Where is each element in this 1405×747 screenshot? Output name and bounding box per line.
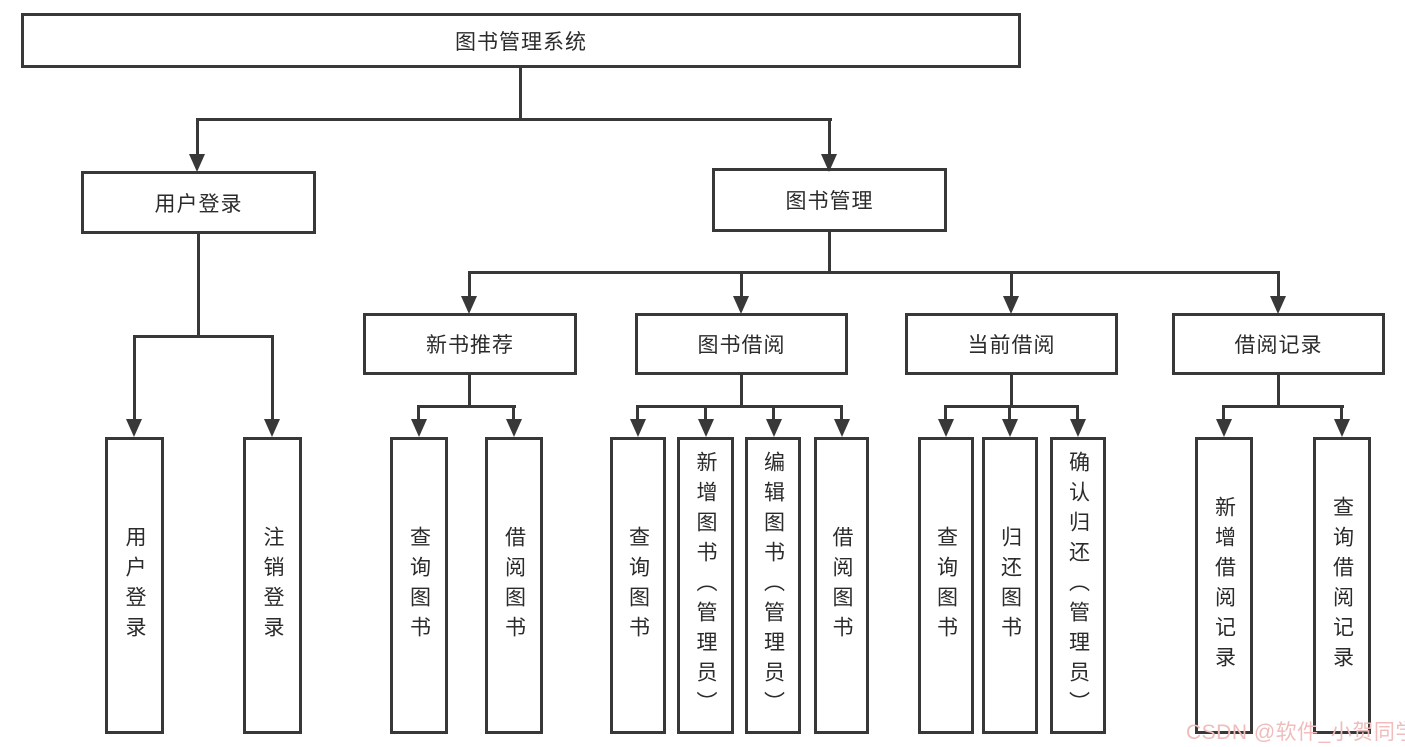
- edge-line: [133, 335, 273, 338]
- edge-line: [417, 405, 420, 422]
- edge-line: [840, 405, 843, 422]
- arrow-down-icon: [1334, 419, 1350, 437]
- leaf-current-confirm-return-admin: 确认归还（管理员）: [1050, 437, 1106, 734]
- arrow-down-icon: [126, 419, 142, 437]
- edge-line: [196, 118, 199, 156]
- leaf-borrow-edit-book-admin: 编辑图书（管理员）: [745, 437, 801, 734]
- arrow-down-icon: [1003, 296, 1019, 314]
- edge-line: [1277, 271, 1280, 299]
- edge-line: [740, 375, 743, 407]
- arrow-down-icon: [1070, 419, 1086, 437]
- node-new-book-recommend: 新书推荐: [363, 313, 577, 375]
- edge-line: [1222, 405, 1344, 408]
- edge-line: [468, 271, 471, 299]
- edge-line: [828, 232, 831, 273]
- node-book-management: 图书管理: [712, 168, 947, 232]
- leaf-record-add-record: 新增借阅记录: [1195, 437, 1253, 734]
- edge-line: [828, 118, 831, 156]
- arrow-down-icon: [264, 419, 280, 437]
- leaf-record-query-record: 查询借阅记录: [1313, 437, 1371, 734]
- leaf-newbook-query-book: 查询图书: [390, 437, 448, 734]
- edge-line: [704, 405, 707, 422]
- arrow-down-icon: [461, 296, 477, 314]
- leaf-current-query-book: 查询图书: [918, 437, 974, 734]
- leaf-current-return-book: 归还图书: [982, 437, 1038, 734]
- edge-line: [468, 271, 1280, 274]
- edge-line: [417, 405, 516, 408]
- edge-line: [1010, 375, 1013, 407]
- edge-line: [1277, 375, 1280, 407]
- arrow-down-icon: [938, 419, 954, 437]
- arrow-down-icon: [1002, 419, 1018, 437]
- edge-line: [1340, 405, 1343, 422]
- leaf-logout: 注销登录: [243, 437, 302, 734]
- arrow-down-icon: [821, 154, 837, 172]
- edge-line: [772, 405, 775, 422]
- edge-line: [740, 271, 743, 299]
- edge-line: [196, 118, 832, 121]
- edge-line: [636, 405, 639, 422]
- arrow-down-icon: [733, 296, 749, 314]
- node-user-login: 用户登录: [81, 171, 316, 234]
- node-root: 图书管理系统: [21, 13, 1021, 68]
- edge-line: [1076, 405, 1079, 422]
- arrow-down-icon: [1216, 419, 1232, 437]
- arrow-down-icon: [698, 419, 714, 437]
- arrow-down-icon: [189, 154, 205, 172]
- watermark: CSDN @软件_小贺同学: [1186, 721, 1405, 744]
- edge-line: [1222, 405, 1225, 422]
- edge-line: [519, 68, 522, 120]
- arrow-down-icon: [411, 419, 427, 437]
- node-borrow-record: 借阅记录: [1172, 313, 1385, 375]
- arrow-down-icon: [506, 419, 522, 437]
- edge-line: [1010, 271, 1013, 299]
- leaf-borrow-add-book-admin: 新增图书（管理员）: [677, 437, 734, 734]
- edge-line: [1008, 405, 1011, 422]
- leaf-borrow-query-book: 查询图书: [610, 437, 666, 734]
- leaf-borrow-borrow-book: 借阅图书: [814, 437, 869, 734]
- edge-line: [944, 405, 947, 422]
- leaf-newbook-borrow-book: 借阅图书: [485, 437, 543, 734]
- arrow-down-icon: [1270, 296, 1286, 314]
- edge-line: [636, 405, 842, 408]
- edge-line: [512, 405, 515, 422]
- edge-line: [197, 234, 200, 337]
- arrow-down-icon: [630, 419, 646, 437]
- leaf-user-login: 用户登录: [105, 437, 164, 734]
- edge-line: [133, 335, 136, 421]
- arrow-down-icon: [766, 419, 782, 437]
- node-book-borrow: 图书借阅: [635, 313, 848, 375]
- arrow-down-icon: [834, 419, 850, 437]
- edge-line: [271, 335, 274, 421]
- edge-line: [944, 405, 1079, 408]
- edge-line: [468, 375, 471, 407]
- node-current-borrow: 当前借阅: [905, 313, 1118, 375]
